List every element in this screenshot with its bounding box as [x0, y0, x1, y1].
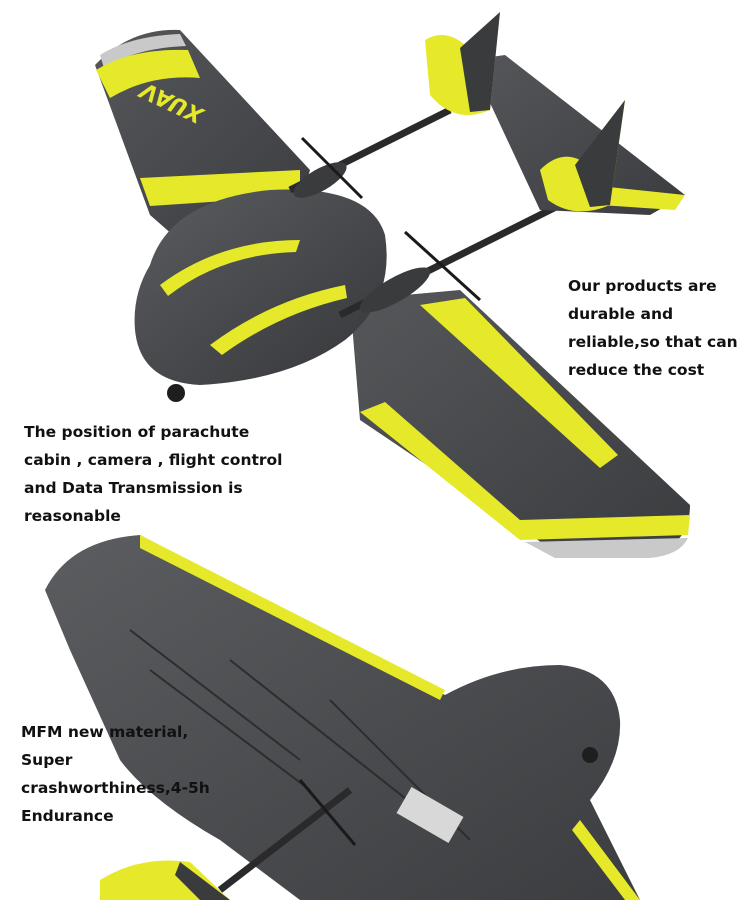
caption-durable-line-4: reduce the cost [568, 361, 705, 379]
underside-panel-lines [129, 629, 471, 841]
caption-position-line-3: and Data Transmission is [24, 479, 243, 497]
propeller-upper [300, 136, 364, 200]
underside-right-stripe [572, 820, 640, 900]
tail-fin-lower-dark [575, 100, 625, 207]
caption-durable-line-2: durable and [568, 305, 674, 323]
underside-propeller [298, 779, 357, 846]
underside-wing [45, 535, 640, 900]
right-wing-leading-stripe [420, 298, 618, 468]
fuselage-stripe-1 [160, 240, 300, 296]
caption-material: MFM new material, Super crashworthiness,… [21, 718, 210, 830]
underside-boom [217, 787, 353, 893]
underside-hatch [396, 787, 464, 843]
caption-position-line-4: reasonable [24, 507, 121, 525]
tail-fin-upper-dark [460, 12, 500, 112]
motor-pod-lower [359, 267, 431, 313]
caption-durable: Our products are durable and reliable,so… [568, 272, 738, 384]
propeller-lower [403, 230, 482, 302]
caption-durable-line-1: Our products are [568, 277, 717, 295]
caption-position-line-2: cabin , camera , flight control [24, 451, 283, 469]
left-wing-tip-stripe [100, 34, 186, 68]
caption-material-line-3: crashworthiness,4-5h [21, 779, 210, 797]
caption-position-line-1: The position of parachute [24, 423, 250, 441]
fuselage-stripe-2 [210, 285, 347, 355]
tail-stabilizer [470, 55, 685, 215]
underside-tail-fin-dark [175, 862, 230, 900]
right-wing [350, 290, 690, 555]
caption-material-line-4: Endurance [21, 807, 114, 825]
caption-position: The position of parachute cabin , camera… [24, 418, 283, 530]
drone-top-view: XUAV [95, 12, 690, 558]
caption-material-line-2: Super [21, 751, 73, 769]
underside-nose-wheel [582, 747, 598, 763]
fuselage [134, 189, 387, 385]
right-wing-trailing-stripe [360, 402, 690, 540]
underside-leading-stripe [140, 535, 445, 700]
left-wing-yellow-stripe [96, 49, 200, 98]
tail-stabilizer-stripe [590, 185, 685, 210]
drone-bottom-view [45, 535, 640, 900]
nose-wheel [167, 384, 185, 402]
caption-material-line-1: MFM new material, [21, 723, 189, 741]
caption-durable-line-3: reliable,so that can [568, 333, 738, 351]
right-wing-tip-stripe [525, 538, 688, 558]
